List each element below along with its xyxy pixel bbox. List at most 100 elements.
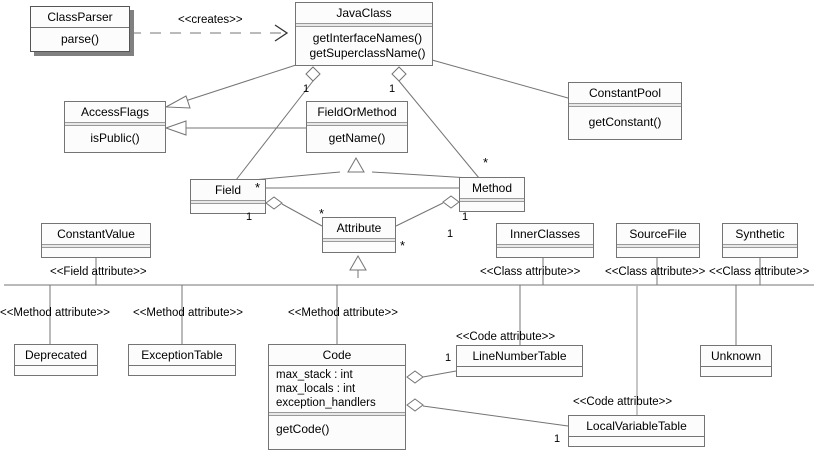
class-box-unknown[interactable]: Unknown (700, 345, 772, 377)
class-name-classparser: ClassParser (47, 10, 113, 24)
edge-code-aggregates-linenumbertable (406, 370, 457, 384)
multiplicity-localvariabletable: 1 (554, 433, 561, 445)
stereotype-field-attribute: <<Field attribute>> (50, 266, 147, 278)
class-empty-compartment (457, 367, 582, 376)
class-separator (701, 366, 771, 367)
class-box-code[interactable]: Code max_stack : int max_locals : int ex… (268, 344, 406, 450)
class-box-localvariabletable[interactable]: LocalVariableTable (568, 415, 705, 447)
class-separator (617, 244, 699, 248)
class-separator (65, 122, 165, 126)
generalization-arrow-attribute (349, 254, 367, 278)
attribute-exception-handlers: exception_handlers (276, 397, 376, 409)
class-separator (460, 198, 524, 202)
attribute-subclass-bus (4, 258, 814, 415)
class-separator (723, 244, 797, 248)
class-empty-compartment (42, 248, 150, 257)
class-name-attribute: Attribute (336, 221, 382, 235)
class-name-constantpool: ConstantPool (588, 86, 662, 100)
edge-method-aggregates-attribute (395, 195, 460, 227)
class-box-method[interactable]: Method (459, 177, 525, 212)
class-empty-compartment (460, 202, 524, 211)
class-separator (323, 238, 395, 242)
edge-field-generalizes-fieldormethod (252, 171, 341, 181)
edge-field-aggregates-attribute (265, 196, 323, 227)
attribute-max-locals: max_locals : int (276, 383, 356, 395)
class-box-exceptiontable[interactable]: ExceptionTable (128, 344, 236, 376)
class-operations-accessflags: isPublic() (90, 131, 140, 145)
operation-getinterfacenames: getInterfaceNames() (312, 31, 423, 45)
class-box-fieldormethod[interactable]: FieldOrMethod getName() (306, 101, 408, 153)
class-box-constantvalue[interactable]: ConstantValue (41, 223, 151, 258)
class-empty-compartment (129, 366, 235, 375)
class-name-javaclass: JavaClass (336, 6, 392, 20)
class-name-synthetic: Synthetic (735, 227, 785, 241)
multiplicity-attribute-star-2: * (400, 238, 406, 253)
class-separator (457, 366, 582, 367)
class-separator (31, 27, 129, 28)
edge-fieldormethod-generalizes-accessflags (164, 120, 306, 136)
edge-classparser-creates-javaclass (130, 24, 289, 42)
edge-javaclass-generalizes-accessflags (164, 64, 297, 109)
multiplicity-linenumbertable: 1 (445, 352, 452, 364)
class-separator (15, 365, 97, 366)
attribute-max-stack: max_stack : int (276, 369, 353, 381)
class-separator (569, 436, 704, 437)
class-name-accessflags: AccessFlags (80, 105, 150, 119)
class-separator (569, 103, 681, 107)
class-box-sourcefile[interactable]: SourceFile (616, 223, 700, 258)
class-separator (269, 365, 405, 366)
class-box-classparser[interactable]: ClassParser parse() (30, 6, 130, 52)
class-operations-javaclass: getInterfaceNames() getSuperclassName() (296, 27, 432, 65)
class-separator (129, 365, 235, 366)
stereotype-code-attribute-1: <<Code attribute>> (456, 331, 556, 343)
class-operations-fieldormethod: getName() (328, 131, 386, 145)
edge-method-generalizes-fieldormethod (371, 171, 471, 179)
multiplicity-attribute-star-1: * (319, 206, 325, 221)
class-attributes-code: max_stack : int max_locals : int excepti… (269, 366, 405, 412)
class-empty-compartment (569, 437, 704, 446)
class-name-deprecated: Deprecated (24, 348, 88, 362)
stereotype-code-attribute-2: <<Code attribute>> (573, 396, 673, 408)
stereotype-class-attribute-2: <<Class attribute>> (605, 266, 706, 278)
generalization-arrow-fieldormethod (347, 156, 365, 173)
class-box-deprecated[interactable]: Deprecated (14, 344, 98, 376)
class-name-method: Method (471, 181, 513, 195)
class-name-fieldormethod: FieldOrMethod (317, 105, 397, 119)
class-operations-code: getCode() (276, 422, 330, 436)
class-box-innerclasses[interactable]: InnerClasses (496, 223, 594, 258)
stereotype-class-attribute-3: <<Class attribute>> (709, 266, 810, 278)
class-box-field[interactable]: Field (190, 179, 266, 214)
class-separator (307, 122, 407, 126)
class-empty-compartment (497, 248, 593, 257)
stereotype-creates: <<creates>> (178, 14, 243, 26)
class-name-code: Code (322, 348, 352, 362)
multiplicity-javaclass-field: 1 (303, 83, 310, 95)
class-box-attribute[interactable]: Attribute (322, 217, 396, 253)
class-name-unknown: Unknown (710, 349, 762, 363)
class-name-innerclasses: InnerClasses (509, 227, 581, 241)
class-name-field: Field (214, 183, 241, 197)
class-box-linenumbertable[interactable]: LineNumberTable (456, 345, 583, 377)
multiplicity-field-star: * (255, 180, 261, 195)
stereotype-method-attribute-2: <<Method attribute>> (133, 307, 243, 319)
class-name-sourcefile: SourceFile (629, 227, 687, 241)
class-box-javaclass[interactable]: JavaClass getInterfaceNames() getSupercl… (295, 2, 433, 66)
class-empty-compartment (617, 248, 699, 257)
class-operations-classparser: parse() (60, 32, 99, 46)
stereotype-method-attribute-1: <<Method attribute>> (0, 307, 110, 319)
class-box-synthetic[interactable]: Synthetic (722, 223, 798, 258)
class-box-constantpool[interactable]: ConstantPool getConstant() (568, 82, 682, 140)
edge-code-aggregates-localvariabletable (406, 398, 569, 427)
class-separator (269, 412, 405, 416)
multiplicity-innerclasses: 1 (447, 228, 454, 240)
class-separator (42, 244, 150, 248)
edge-javaclass-constantpool (431, 59, 569, 99)
class-empty-compartment (15, 366, 97, 375)
class-box-accessflags[interactable]: AccessFlags isPublic() (64, 101, 166, 153)
class-name-constantvalue: ConstantValue (57, 227, 135, 241)
class-name-exceptiontable: ExceptionTable (141, 348, 223, 362)
stereotype-method-attribute-3: <<Method attribute>> (288, 307, 398, 319)
class-empty-compartment (191, 204, 265, 213)
class-name-localvariabletable: LocalVariableTable (586, 419, 687, 433)
